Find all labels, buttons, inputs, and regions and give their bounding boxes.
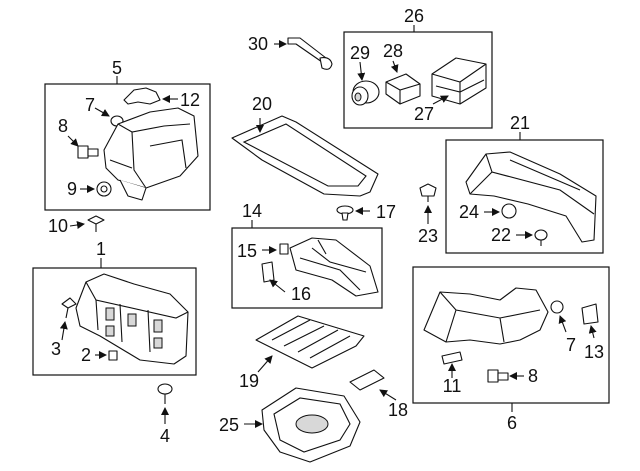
arrow-8a: [67, 135, 79, 147]
part-19-mat: [255, 315, 365, 369]
callout-2: 2: [81, 345, 91, 365]
group-box-5: [44, 83, 211, 211]
group-box-6: [412, 266, 610, 404]
callout-18: 18: [388, 400, 408, 420]
part-22-bolt: [534, 229, 548, 246]
part-6-trim: [423, 287, 549, 345]
callout-16: 16: [291, 284, 311, 304]
part-28-module: [385, 73, 421, 105]
callout-30: 30: [248, 34, 268, 54]
callout-13: 13: [584, 342, 604, 362]
callout-8a: 8: [58, 116, 68, 136]
callout-17: 17: [376, 202, 396, 222]
arrow-18: [379, 389, 397, 401]
part-15-block: [279, 243, 289, 255]
callout-26: 26: [404, 6, 424, 26]
callout-19: 19: [239, 371, 259, 391]
callout-14: 14: [242, 201, 262, 221]
part-23-bolt: [419, 183, 437, 202]
part-12-bracket: [123, 87, 161, 105]
part-14-tray: [289, 237, 379, 297]
callout-3: 3: [51, 339, 61, 359]
group-box-26: [343, 31, 493, 129]
callout-20: 20: [252, 94, 272, 114]
callout-29: 29: [350, 43, 370, 63]
callout-10: 10: [48, 216, 68, 236]
part-17-clip: [336, 205, 354, 221]
arrow-19: [257, 355, 273, 373]
part-30-rod: [287, 37, 333, 70]
callout-21: 21: [510, 113, 530, 133]
part-24-cap: [501, 203, 517, 219]
callout-7b: 7: [566, 335, 576, 355]
arrow-3: [59, 321, 68, 341]
callout-5: 5: [112, 58, 122, 78]
callout-1: 1: [96, 239, 106, 259]
part-10-pin: [87, 215, 105, 232]
part-29-reel: [351, 80, 380, 106]
group-box-21: [445, 139, 604, 254]
callout-25: 25: [219, 415, 239, 435]
arrow-27: [432, 95, 449, 105]
part-7-clip-b: [550, 300, 564, 314]
callout-8b: 8: [528, 366, 538, 386]
part-13-clip: [581, 303, 599, 325]
part-8-bolt-b: [487, 369, 509, 383]
callout-12: 12: [180, 90, 200, 110]
arrow-28: [390, 60, 399, 73]
part-8-bolt-a: [77, 145, 99, 159]
callout-22: 22: [491, 225, 511, 245]
arrow-13: [588, 325, 597, 339]
arrow-29: [357, 61, 366, 81]
callout-28: 28: [383, 41, 403, 61]
callout-7a: 7: [85, 95, 95, 115]
callout-11: 11: [443, 376, 462, 396]
part-4-clip: [157, 383, 173, 404]
callout-4: 4: [160, 426, 170, 446]
callout-6: 6: [507, 413, 517, 433]
arrow-7b: [558, 315, 567, 333]
part-11-tag: [441, 351, 463, 365]
callout-24: 24: [459, 202, 479, 222]
part-3-clip: [61, 297, 77, 319]
group-box-14: [231, 227, 383, 309]
part-5-housing: [103, 107, 199, 201]
callout-23: 23: [418, 226, 438, 246]
part-18-flap: [349, 369, 385, 391]
part-1-panel: [75, 273, 189, 365]
part-21-sill: [465, 151, 597, 243]
callout-27: 27: [414, 104, 434, 124]
part-2-tag: [108, 350, 118, 361]
part-16-tag: [261, 261, 275, 283]
arrow-16: [269, 279, 286, 293]
arrow-10: [69, 221, 85, 229]
callout-9: 9: [67, 179, 77, 199]
arrow-7a: [94, 107, 110, 117]
part-9-ring: [96, 181, 112, 197]
callout-15: 15: [237, 241, 257, 261]
part-20-cover: [231, 115, 379, 197]
part-25-tub: [261, 387, 361, 463]
group-box-1: [32, 267, 197, 376]
part-27-box: [431, 57, 487, 105]
